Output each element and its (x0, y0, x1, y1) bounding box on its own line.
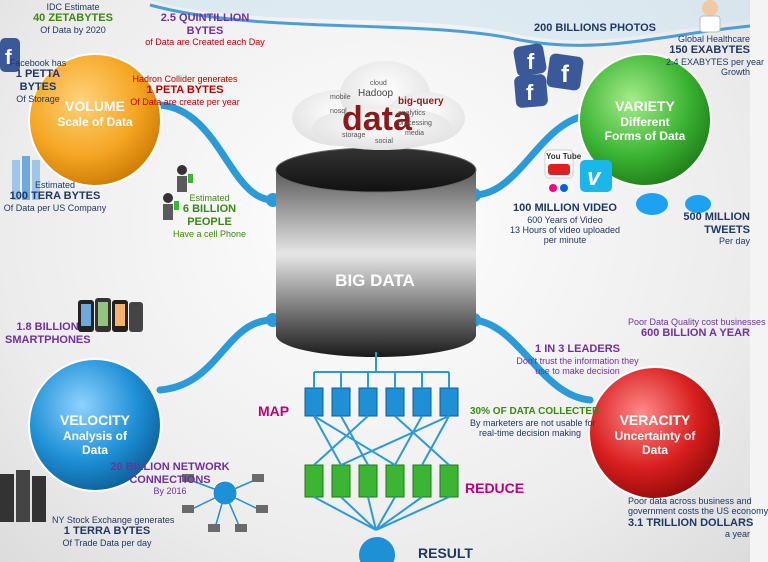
connector-veracity (470, 316, 594, 404)
stat-network: 20 BILLION NETWORK CONNECTIONS By 2016 (110, 461, 230, 497)
doctor-icon (699, 0, 721, 33)
connector-variety (470, 111, 594, 199)
cloud-word-analytics: analytics (398, 110, 426, 117)
smartphones-icon (78, 298, 143, 332)
cloud-word-bigquery: big-query (398, 96, 444, 107)
variety-circle (578, 53, 712, 187)
diagram-graphics: f f f f v (0, 0, 751, 562)
twitter-icons (636, 193, 711, 215)
network-globe-icon (182, 474, 268, 532)
velocity-title: VELOCITY Analysis of Data (59, 412, 130, 458)
stat-video: 100 MILLION VIDEO 600 Years of Video 13 … (509, 202, 621, 246)
veracity-circle (588, 366, 722, 500)
volume-circle (28, 53, 162, 187)
people-icon (163, 165, 193, 220)
cloud-word-media: media (405, 130, 425, 137)
cloud-word-mobile: mobile (330, 94, 351, 101)
svg-text:f: f (526, 80, 534, 105)
big-data-label: BIG DATA (335, 271, 415, 290)
data-cloud (292, 61, 465, 150)
cloud-word-cloud: cloud (370, 80, 387, 87)
cloud-main-word: data (342, 100, 412, 138)
stat-people: Estimated 6 BILLION PEOPLE Have a cell P… (172, 193, 247, 239)
stat-facebook: Facebook has 1 PETTA BYTES Of Storage (9, 58, 67, 104)
stat-smartphones: 1.8 BILLION SMARTPHONES (5, 321, 91, 346)
facebook-icons: f f f f (0, 38, 584, 108)
stat-quintillion: 2.5 QUINTILLION BYTES of Data are Create… (145, 12, 265, 48)
svg-text:f: f (5, 47, 12, 69)
stat-photos: 200 BILLIONS PHOTOS (533, 22, 657, 34)
cloud-word-hadoop: Hadoop (358, 88, 394, 99)
result-label: RESULT (418, 545, 473, 561)
youtube-label: You Tube (546, 152, 582, 161)
cloud-word-social: social (375, 138, 393, 145)
velocity-circle (28, 358, 162, 492)
flickr-icon (549, 184, 568, 192)
reduce-label: REDUCE (465, 480, 525, 496)
stat-tera: Estimated 100 TERA BYTES Of Data per US … (3, 180, 107, 213)
server-rack-icon (0, 156, 46, 522)
map-label: MAP (258, 403, 290, 419)
connector-velocity (156, 316, 277, 394)
vimeo-icon: v (580, 160, 612, 192)
variety-title: VARIETY Different Forms of Data (604, 98, 686, 144)
stat-hadron: Hadron Collider generates 1 PETA BYTES O… (130, 74, 240, 107)
stat-quality: Poor Data Quality cost businesses 600 BI… (628, 317, 766, 340)
stat-healthcare: Global Healthcare 150 EXABYTES 2.4 EXABY… (666, 34, 765, 78)
cloud-word-nosql: nosql (330, 108, 347, 115)
volume-title: VOLUME Scale of Data (57, 98, 133, 129)
cloud-word-storage: storage (342, 132, 366, 139)
reduce-servers (304, 464, 459, 498)
stat-leaders: 1 IN 3 LEADERS Don't trust the informati… (516, 343, 639, 376)
veracity-title: VERACITY Uncertainty of Data (614, 412, 696, 458)
stat-tweets: 500 MILLION TWEETS Per day (683, 211, 750, 247)
svg-text:v: v (587, 164, 602, 191)
result-node (359, 537, 395, 562)
svg-text:f: f (561, 61, 570, 88)
stat-nyse: NY Stock Exchange generates 1 TERRA BYTE… (52, 515, 175, 548)
connector-volume (156, 101, 277, 204)
top-wave (150, 0, 750, 41)
youtube-icon (544, 149, 574, 179)
svg-text:f: f (527, 49, 535, 74)
big-data-cylinder (275, 147, 477, 357)
stat-cost: Poor data across business and government… (628, 496, 768, 540)
stat-idc: IDC Estimate 40 ZETABYTES Of Data by 202… (33, 2, 113, 35)
cloud-word-processing: processing (398, 120, 432, 127)
map-servers (304, 387, 459, 417)
stat-collected: 30% OF DATA COLLECTED By marketers are n… (470, 406, 600, 438)
